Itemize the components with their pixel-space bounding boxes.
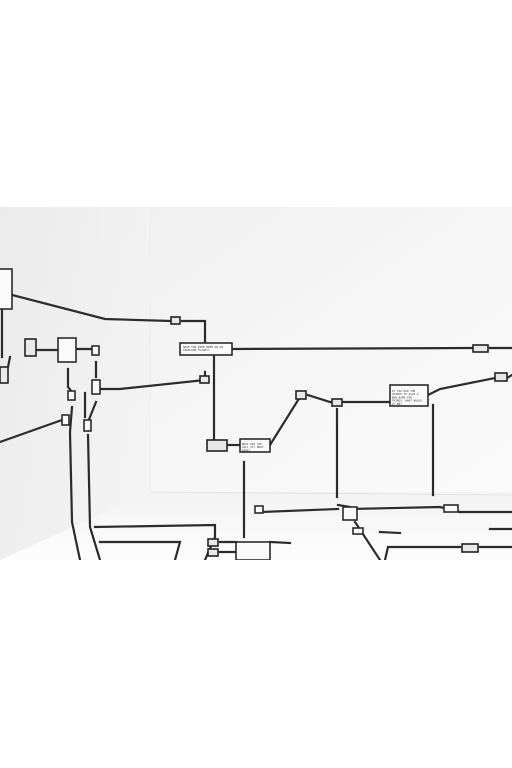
box-answer-left: [206, 439, 228, 452]
flowchart-small-boxes: [0, 316, 508, 560]
box-top-left: [0, 268, 13, 310]
box-left-mid: [57, 337, 77, 363]
